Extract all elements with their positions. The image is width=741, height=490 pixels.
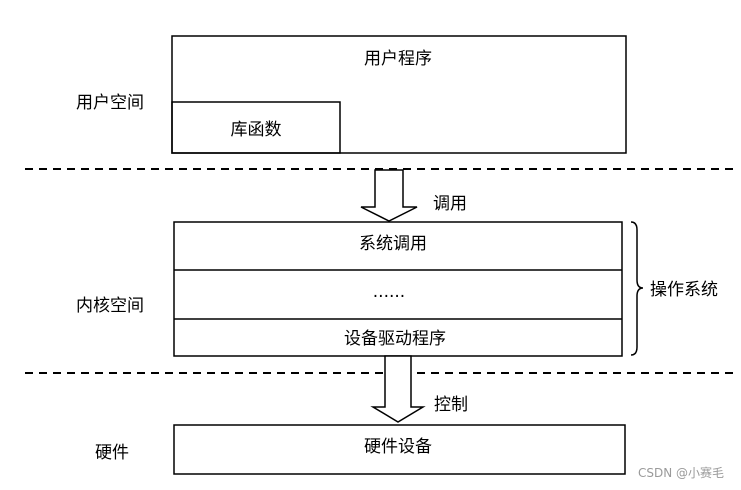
control-arrow xyxy=(370,355,426,423)
operating-system-brace xyxy=(630,221,644,356)
ellipsis-label: ...... xyxy=(373,282,405,302)
kernel-space-label: 内核空间 xyxy=(76,296,144,316)
operating-system-label: 操作系统 xyxy=(650,280,718,300)
control-arrow-label: 控制 xyxy=(434,395,468,415)
library-functions-box xyxy=(171,101,341,154)
user-program-box xyxy=(171,35,627,154)
hardware-device-box xyxy=(173,424,626,475)
call-arrow xyxy=(360,169,418,222)
watermark: CSDN @小赛毛 xyxy=(638,465,724,480)
hardware-device-label: 硬件设备 xyxy=(364,437,432,457)
hardware-label: 硬件 xyxy=(95,443,129,463)
library-functions-label: 库函数 xyxy=(231,120,282,140)
user-space-label: 用户空间 xyxy=(76,93,144,113)
device-driver-label: 设备驱动程序 xyxy=(344,329,446,349)
user-program-label: 用户程序 xyxy=(364,49,432,69)
call-arrow-label: 调用 xyxy=(433,194,467,214)
system-call-label: 系统调用 xyxy=(359,234,427,254)
